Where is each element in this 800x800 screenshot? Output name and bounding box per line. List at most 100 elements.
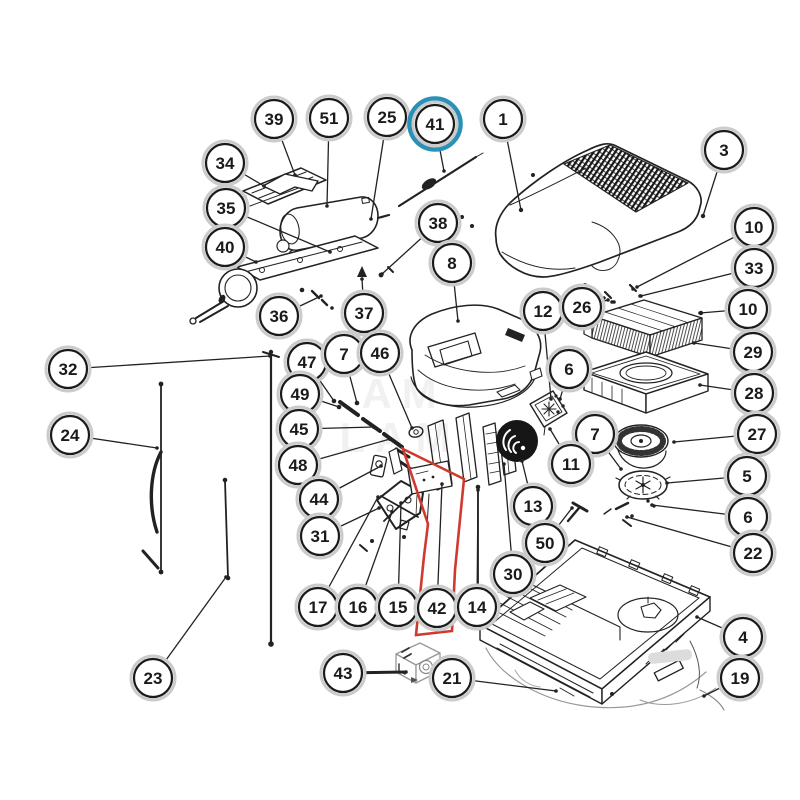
part-wire-24 [141, 381, 164, 575]
callout-31[interactable]: 31 [296, 512, 344, 560]
callout-27[interactable]: 27 [733, 410, 781, 458]
callout-23[interactable]: 23 [129, 654, 177, 702]
callout-35[interactable]: 35 [202, 184, 250, 232]
callout-37[interactable]: 37 [340, 289, 388, 337]
callout-number: 49 [291, 385, 310, 404]
callout-circle [277, 444, 319, 486]
part-skirt-19 [485, 640, 725, 711]
callout-51[interactable]: 51 [305, 94, 353, 142]
callout-number: 8 [447, 254, 456, 273]
part-bracket-43 [395, 642, 441, 684]
callout-15[interactable]: 15 [374, 583, 422, 631]
callout-number: 6 [743, 508, 752, 527]
leader-anchor-11 [548, 427, 552, 431]
callout-number: 7 [590, 425, 599, 444]
callout-number: 6 [564, 360, 573, 379]
callout-3[interactable]: 3 [700, 126, 748, 174]
callout-25[interactable]: 25 [363, 93, 411, 141]
callout-circle [574, 413, 616, 455]
callout-22[interactable]: 22 [729, 529, 777, 577]
callout-number: 26 [573, 298, 592, 317]
leader-anchor-25 [369, 217, 373, 221]
callout-circle [343, 292, 385, 334]
callout-36[interactable]: 36 [255, 292, 303, 340]
callout-19[interactable]: 19 [716, 654, 764, 702]
leader-anchor-10 [635, 285, 639, 289]
callout-circle [253, 98, 295, 140]
callout-number: 16 [349, 598, 368, 617]
callout-10[interactable]: 10 [730, 203, 778, 251]
callout-8[interactable]: 8 [428, 239, 476, 287]
leader-anchor-23 [224, 575, 228, 579]
callout-28[interactable]: 28 [730, 369, 778, 417]
callout-44[interactable]: 44 [295, 475, 343, 523]
callout-26[interactable]: 26 [558, 283, 606, 331]
callout-number: 30 [504, 565, 523, 584]
callout-number: 14 [468, 598, 487, 617]
callout-4[interactable]: 4 [719, 613, 767, 661]
leader-anchor-41 [442, 169, 446, 173]
callout-40[interactable]: 40 [201, 223, 249, 271]
callout-circle [308, 97, 350, 139]
callout-21[interactable]: 21 [428, 654, 476, 702]
part-shroud-cover [451, 142, 706, 304]
callout-circle [550, 443, 592, 485]
callout-5[interactable]: 5 [723, 452, 771, 500]
callout-circle [431, 657, 473, 699]
leader-anchor-43 [404, 670, 408, 674]
callout-circle [47, 348, 89, 390]
callout-number: 41 [426, 115, 445, 134]
callout-30[interactable]: 30 [489, 550, 537, 598]
part-pin-50 [566, 506, 581, 523]
callout-49[interactable]: 49 [276, 370, 324, 418]
part-bracket-34 [262, 173, 319, 195]
callout-number: 40 [216, 238, 235, 257]
leader-anchor-6-2 [650, 503, 654, 507]
callout-33[interactable]: 33 [730, 244, 778, 292]
leader-anchor-46 [410, 426, 414, 430]
callout-38[interactable]: 38 [414, 199, 462, 247]
callout-39[interactable]: 39 [250, 95, 298, 143]
leader-anchor-21 [554, 689, 558, 693]
callout-circle [204, 226, 246, 268]
callout-circle [49, 414, 91, 456]
leader-anchor-15 [399, 501, 403, 505]
part-tray-28 [583, 351, 709, 414]
callout-43[interactable]: 43 [319, 649, 367, 697]
leader-anchor-26 [606, 298, 610, 302]
callout-12[interactable]: 12 [519, 287, 567, 335]
callout-42[interactable]: 42 [413, 584, 461, 632]
callout-34[interactable]: 34 [201, 139, 249, 187]
callout-45[interactable]: 45 [275, 405, 323, 453]
callout-16[interactable]: 16 [334, 583, 382, 631]
callout-14[interactable]: 14 [453, 583, 501, 631]
leader-anchor-24 [155, 446, 159, 450]
callout-50[interactable]: 50 [521, 519, 569, 567]
callout-circle [299, 515, 341, 557]
callout-29[interactable]: 29 [729, 328, 777, 376]
callout-circle [456, 586, 498, 628]
callout-number: 46 [371, 344, 390, 363]
callout-46[interactable]: 46 [356, 329, 404, 377]
leader-anchor-7-2 [619, 467, 623, 471]
callout-41[interactable]: 41 [407, 96, 463, 152]
callout-number: 21 [443, 669, 462, 688]
callout-48[interactable]: 48 [274, 441, 322, 489]
callout-32[interactable]: 32 [44, 345, 92, 393]
callout-number: 3 [719, 141, 728, 160]
leader-anchor-47 [332, 399, 336, 403]
callout-24[interactable]: 24 [46, 411, 94, 459]
callout-circle [719, 657, 761, 699]
leader-anchor-34 [262, 184, 266, 188]
callout-6[interactable]: 6 [545, 345, 593, 393]
callout-17[interactable]: 17 [294, 583, 342, 631]
leader-anchor-12 [549, 397, 553, 401]
callout-number: 34 [216, 154, 235, 173]
callout-10-2[interactable]: 10 [724, 285, 772, 333]
callout-number: 19 [731, 669, 750, 688]
callout-1[interactable]: 1 [479, 95, 527, 143]
part-panel-42 [407, 460, 453, 528]
part-slinger-5 [615, 470, 671, 500]
callout-7[interactable]: 7 [320, 330, 368, 378]
callout-11[interactable]: 11 [547, 440, 595, 488]
